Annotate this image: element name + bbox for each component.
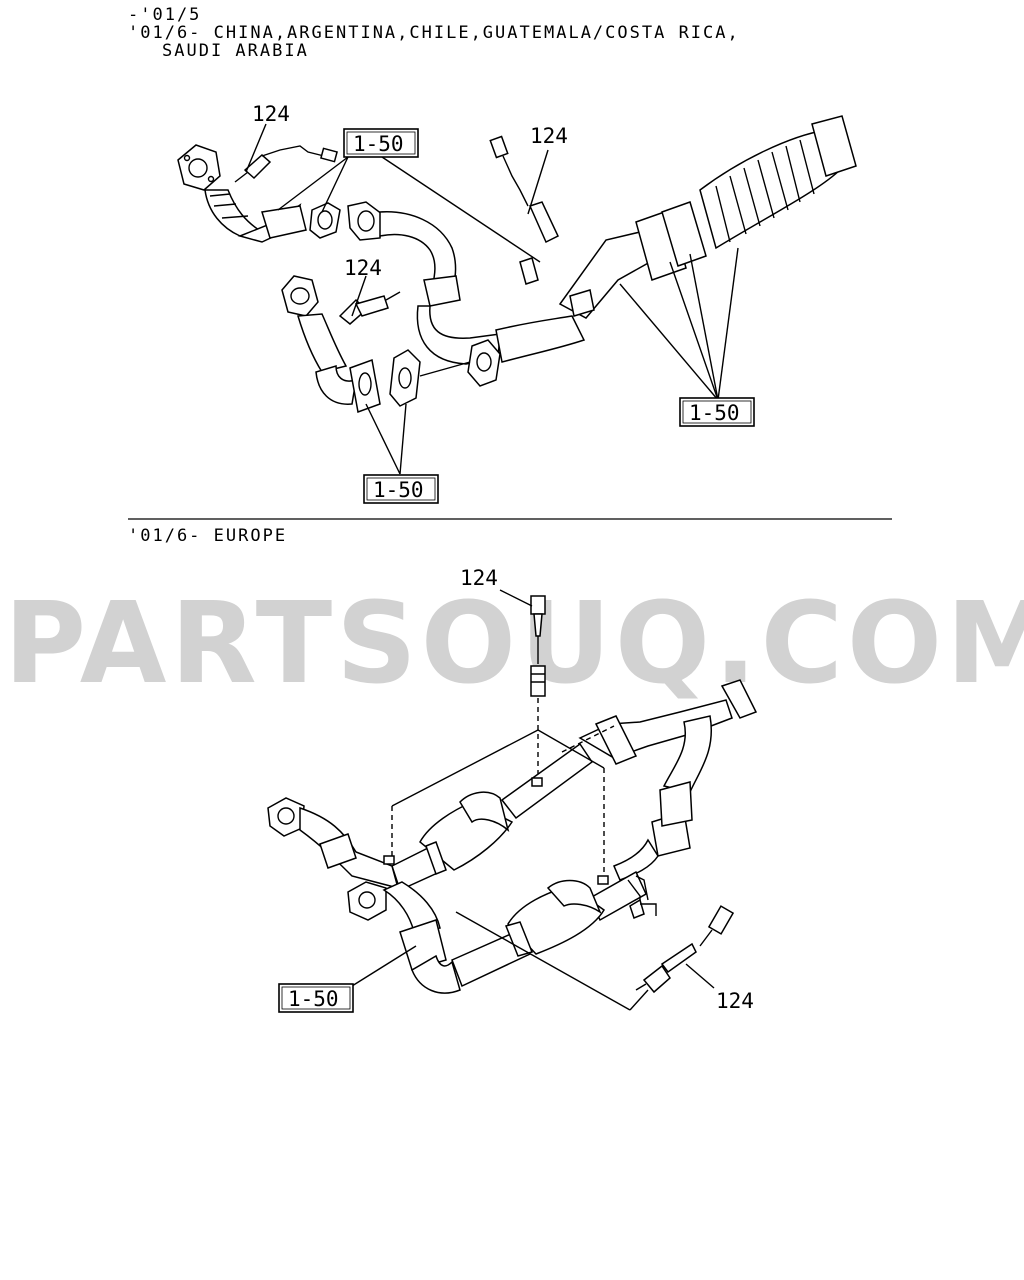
header-top-line2: '01/6- CHINA,ARGENTINA,CHILE,GUATEMALA/C…	[128, 23, 740, 43]
exhaust-assembly-top	[177, 115, 857, 475]
header-bottom: '01/6- EUROPE	[128, 526, 288, 546]
flange-icon	[347, 201, 383, 241]
flange-icon	[347, 881, 387, 921]
exhaust-pipe-icon	[379, 211, 651, 365]
header-top-line1: -'01/5	[128, 5, 202, 25]
oxygen-sensor-icon	[234, 145, 338, 183]
callout-124: 124	[344, 256, 382, 280]
ref-box[interactable]: 1-50	[343, 128, 419, 158]
exhaust-pipe-icon	[382, 870, 649, 994]
oxygen-sensor-icon	[635, 905, 735, 994]
oxygen-sensor-icon	[530, 595, 546, 778]
catalytic-converter-icon	[635, 115, 857, 281]
watermark: PARTSOUQ.COM	[4, 579, 1024, 709]
catalytic-converter-icon	[504, 879, 606, 957]
leader-lines-top	[245, 123, 739, 475]
gasket-icon	[309, 202, 341, 239]
exhaust-pipe-icon	[578, 679, 758, 881]
flange-icon	[177, 144, 221, 191]
oxygen-sensor-icon	[489, 135, 559, 285]
catalytic-converter-icon	[419, 791, 514, 875]
ref-box[interactable]: 1-50	[363, 474, 439, 504]
flange-icon	[267, 797, 305, 837]
header-top-line3: SAUDI ARABIA	[162, 41, 309, 61]
ref-label: 1-50	[689, 401, 740, 425]
callout-124: 124	[716, 989, 754, 1013]
callout-124: 124	[460, 566, 498, 590]
gasket-icon	[389, 349, 421, 407]
callout-124: 124	[530, 124, 568, 148]
exhaust-pipe-icon	[299, 806, 400, 890]
exhaust-pipe-icon	[204, 189, 307, 243]
callout-124: 124	[252, 102, 290, 126]
exhaust-assembly-bottom	[267, 589, 758, 1011]
oxygen-sensor-icon	[629, 898, 657, 919]
leader-lines-bottom	[351, 589, 715, 1011]
oxygen-sensor-icon	[338, 291, 401, 325]
ref-label: 1-50	[288, 987, 339, 1011]
ref-box[interactable]: 1-50	[679, 397, 755, 427]
exhaust-pipe-icon	[297, 313, 381, 414]
ref-label: 1-50	[353, 132, 404, 156]
ref-label: 1-50	[373, 478, 424, 502]
flange-icon	[467, 339, 501, 387]
ref-box[interactable]: 1-50	[278, 983, 354, 1013]
flange-icon	[281, 275, 319, 317]
